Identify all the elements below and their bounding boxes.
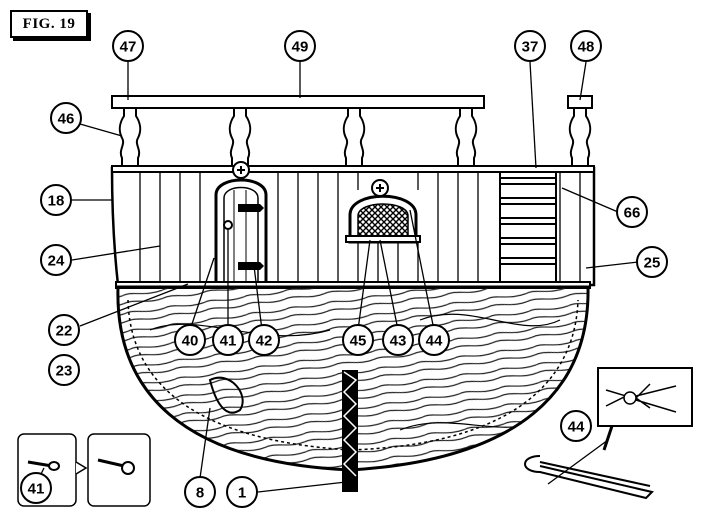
callout-number: 47	[120, 39, 137, 56]
callout-66: 66	[616, 196, 648, 228]
callout-number: 44	[568, 419, 585, 436]
baluster	[228, 107, 252, 169]
callout-47: 47	[112, 30, 144, 62]
callout-40: 40	[174, 324, 206, 356]
figure-label: FIG. 19	[10, 10, 88, 38]
callout-number: 44	[426, 333, 443, 350]
callout-number: 25	[644, 255, 661, 272]
callout-44b: 44	[560, 410, 592, 442]
stern-window	[345, 179, 421, 244]
callout-number: 24	[48, 253, 65, 270]
balusters	[118, 107, 592, 169]
callout-layer: 47 49 37 48 46 18 66 24 25 22 23 40 41 42 45 43 44 8 1 44 41	[20, 30, 668, 508]
ladder	[499, 172, 557, 285]
callout-46: 46	[50, 102, 82, 134]
callout-8: 8	[184, 476, 216, 508]
callout-48: 48	[570, 30, 602, 62]
callout-24: 24	[40, 244, 72, 276]
hinge	[238, 262, 264, 270]
callout-43: 43	[382, 324, 414, 356]
callout-number: 49	[292, 39, 309, 56]
baluster	[454, 107, 478, 169]
top-rail	[111, 95, 593, 109]
callout-number: 23	[56, 363, 73, 380]
baluster	[342, 107, 366, 169]
callout-41b: 41	[20, 472, 52, 504]
callout-number: 1	[238, 485, 246, 502]
callout-number: 46	[58, 111, 75, 128]
callout-45: 45	[342, 324, 374, 356]
callout-number: 40	[182, 333, 199, 350]
callout-number: 45	[350, 333, 367, 350]
baluster	[568, 107, 592, 169]
callout-number: 66	[624, 205, 641, 222]
callout-25: 25	[636, 246, 668, 278]
hinge	[238, 204, 264, 212]
callout-41: 41	[212, 324, 244, 356]
callout-number: 22	[56, 323, 73, 340]
keel-post	[342, 370, 358, 492]
callout-number: 48	[578, 39, 595, 56]
callout-number: 43	[390, 333, 407, 350]
callout-44: 44	[418, 324, 450, 356]
baluster	[118, 107, 142, 169]
callout-number: 37	[522, 39, 539, 56]
cleat-detail	[524, 367, 693, 500]
callout-37: 37	[514, 30, 546, 62]
leader-lines	[71, 61, 639, 493]
callout-49: 49	[284, 30, 316, 62]
callout-42: 42	[248, 324, 280, 356]
callout-22: 22	[48, 314, 80, 346]
door-knob	[223, 220, 233, 230]
callout-number: 8	[196, 485, 204, 502]
callout-number: 41	[28, 481, 45, 498]
callout-number: 18	[48, 193, 65, 210]
callout-1: 1	[226, 476, 258, 508]
callout-number: 42	[256, 333, 273, 350]
callout-number: 41	[220, 333, 237, 350]
callout-18: 18	[40, 184, 72, 216]
callout-23: 23	[48, 354, 80, 386]
